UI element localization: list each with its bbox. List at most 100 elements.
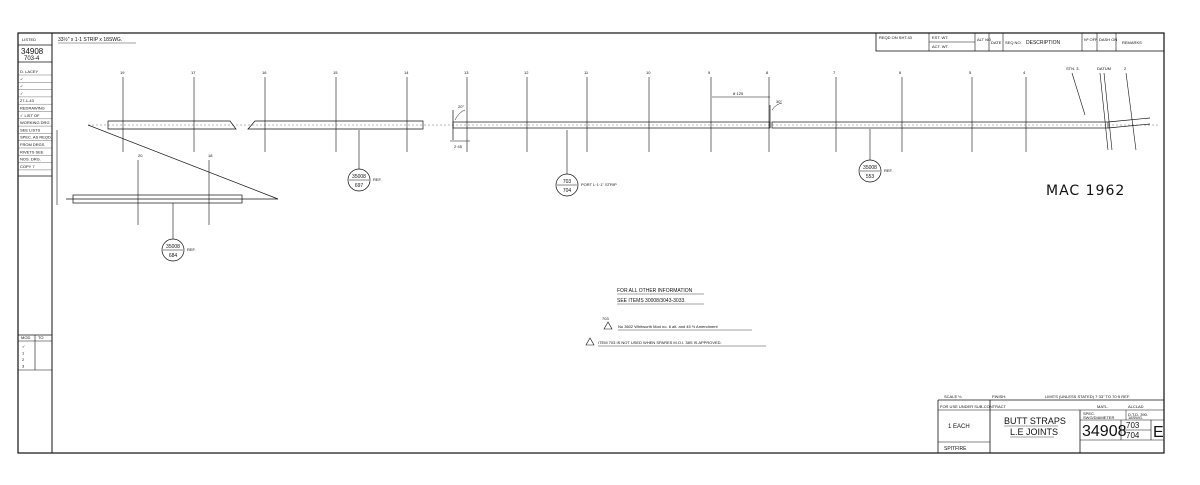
- lower-frame-18: 18: [208, 153, 213, 158]
- rev-est-wt: EST. WT.: [932, 35, 948, 40]
- callout-top-number: 703: [563, 179, 572, 185]
- strip-left-2: [247, 120, 424, 130]
- left-panel-row: ✓ LIST OF: [20, 113, 40, 118]
- callout-circle: [858, 159, 882, 183]
- strip-lower: [72, 194, 243, 204]
- title-matl-value: ALCLAD: [1128, 404, 1144, 409]
- dim-length: 8·125: [733, 91, 744, 96]
- frame-number-8: 8: [766, 70, 769, 75]
- rev-ref-no: SEQ NO.: [1005, 40, 1022, 45]
- left-panel-row: NOS. DRG.: [20, 157, 41, 162]
- title-spec-value: D.T.D. 390.: [1128, 412, 1148, 417]
- title-limits-label: LIMITS (UNLESS STATED) 7·33" TO 70·5 REF…: [1045, 394, 1130, 399]
- callout-note: REF.: [373, 177, 382, 182]
- callout-bottom-number: 684: [169, 253, 178, 259]
- title-drawing-number: 34908: [1082, 423, 1127, 440]
- title-scale-label: SCALE ⅛: [944, 394, 962, 399]
- callout-bottom-number: 697: [355, 183, 364, 189]
- dim-width: 2·45: [454, 144, 463, 149]
- left-panel-row: WORKING DRG: [20, 120, 50, 125]
- frame-number-5: 5: [969, 70, 972, 75]
- left-panel-row: D. LACEY: [20, 69, 39, 74]
- title-gauge-value: 18SWG.: [1128, 415, 1143, 420]
- callout-note: PORT L·1·1" STRIP: [581, 182, 617, 187]
- title-block: SCALE ⅛ FINISH: LIMITS (UNLESS STATED) 7…: [937, 394, 1164, 453]
- frame-number-11: 11: [584, 70, 589, 75]
- title-gauge-label: SWG/DIAMETER: [1083, 415, 1114, 420]
- title-finish-label: FINISH:: [992, 394, 1006, 399]
- callout-bottom-number: 704: [563, 188, 572, 194]
- title-line-1: BUTT STRAPS: [1004, 416, 1066, 426]
- dim-angle-2: 30°: [776, 99, 782, 104]
- rev-mark-number: 703: [602, 316, 609, 321]
- mod-header-to: TO: [38, 335, 43, 340]
- title-issue-letter: E: [1153, 424, 1164, 441]
- callout-balloon: 703 704 PORT L·1·1" STRIP: [555, 130, 617, 197]
- title-aircraft: SPITFIRE: [944, 446, 967, 452]
- left-panel-row: ✓: [20, 76, 23, 81]
- rev-reqd-on: REQD ON SHT.43: [879, 35, 913, 40]
- left-panel-row: COPY 7: [20, 164, 35, 169]
- left-panel-row: ✓: [20, 91, 23, 96]
- handwritten-note: MAC 1962: [1046, 183, 1125, 199]
- rev-remarks: REMARKS: [1122, 40, 1142, 45]
- frame-number-15: 15: [333, 70, 338, 75]
- general-notes: FOR ALL OTHER INFORMATION SEE ITEMS 3000…: [585, 288, 766, 347]
- rev-triangle-icon: [603, 321, 613, 330]
- title-item-704: 704: [1126, 431, 1140, 440]
- frame-number-6: 6: [899, 70, 902, 75]
- label-stn3: STN. 3.: [1066, 66, 1080, 71]
- left-panel-row: FROM DRGS: [20, 142, 45, 147]
- title-spec-label: SPEC.: [1083, 411, 1095, 416]
- note-line-1: FOR ALL OTHER INFORMATION: [617, 288, 693, 294]
- rev-no-off: Nº OFF: [1084, 37, 1098, 42]
- frame-number-4: 4: [1023, 70, 1026, 75]
- lower-frame-20: 20: [138, 153, 143, 158]
- left-panel-row: RIVETS SEE: [20, 149, 44, 154]
- mod-header-mod: MOD: [21, 335, 30, 340]
- rev-note-text: No 3602 Whitworth Mod no. 6 alt. and 45 …: [618, 324, 719, 329]
- mod-row: 2: [22, 357, 25, 362]
- mod-row: ✓: [22, 344, 25, 349]
- frame-number-9: 9: [708, 70, 711, 75]
- rev-date: DATE: [991, 40, 1002, 45]
- lower-strip-view: 20 18: [56, 124, 279, 225]
- warning-triangle-icon: [585, 337, 595, 346]
- rev-dash-on: DASH ON: [1099, 37, 1117, 42]
- label-datum: DATUM: [1097, 66, 1111, 71]
- callout-bottom-number: 553: [866, 174, 875, 180]
- mod-row: 1: [22, 351, 25, 356]
- left-panel-row: SEE LISTS: [20, 127, 41, 132]
- left-panel-row: REDRAWING: [20, 106, 45, 111]
- rev-description: DESCRIPTION: [1026, 40, 1061, 46]
- left-panel-sub: 703-4: [24, 56, 40, 62]
- callout-note: REF.: [884, 168, 893, 173]
- title-line-2: L.E JOINTS: [1010, 427, 1058, 437]
- left-panel-row: ✓: [20, 84, 23, 89]
- left-panel-row: SPEC. AS REQD.: [20, 135, 52, 140]
- callout-top-number: 35008: [166, 244, 180, 250]
- title-matl-label: MATL.: [1097, 404, 1108, 409]
- rev-act-wt: ACT. WT.: [932, 44, 949, 49]
- mod-row: 3: [22, 364, 25, 369]
- warning-note: ITEM 703 IS NOT USED WHEN SPARES M.O.I. …: [598, 340, 722, 345]
- revisions-table: REQD ON SHT.43 EST. WT. ACT. WT. ALT NO …: [875, 32, 1165, 52]
- frame-number-10: 10: [646, 70, 651, 75]
- dim-angle-1: 20°: [458, 104, 464, 109]
- left-panel-row: 27-1-43: [20, 98, 35, 103]
- sheet-border: [17, 32, 1165, 454]
- header-strap-label: 33½" x 1·1 STRIP x 18SWG.: [58, 36, 122, 43]
- mod-rows: ✓ 12 3: [22, 344, 25, 369]
- callout-balloon: 35008 697 REF.: [347, 130, 382, 192]
- frame-number-14: 14: [404, 70, 409, 75]
- frame-number-12: 12: [524, 70, 529, 75]
- frame-number-13: 13: [464, 70, 469, 75]
- callouts: 35008 697 REF. 703 704 PORT L·1·1" STRIP 35008…: [161, 129, 893, 262]
- callout-top-number: 35008: [352, 174, 366, 180]
- title-scale-value: 1 EACH: [948, 424, 970, 430]
